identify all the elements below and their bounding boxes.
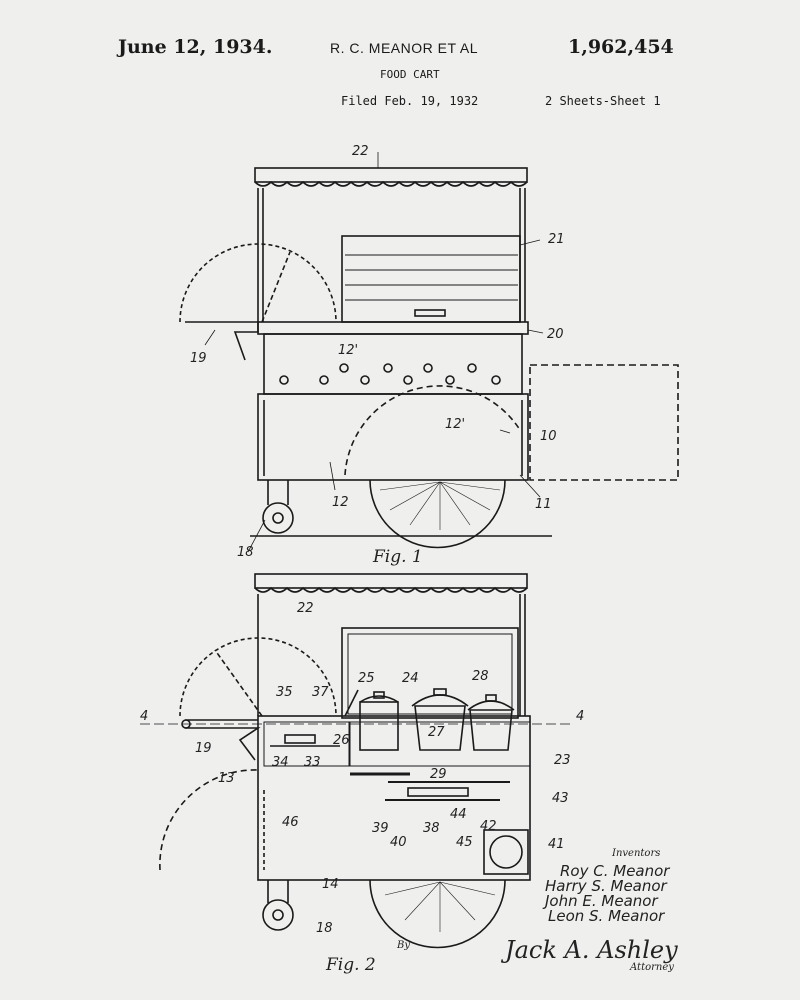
label-10: 10 — [540, 429, 557, 444]
label-14: 14 — [322, 877, 339, 892]
attorney-label: Attorney — [629, 962, 674, 973]
label-27: 27 — [428, 725, 445, 740]
patent-date: June 12, 1934. — [118, 36, 273, 58]
canopy — [254, 167, 528, 183]
label-34: 34 — [272, 755, 289, 770]
by-label: By — [396, 940, 410, 951]
label-24: 24 — [402, 671, 419, 686]
label-22: 22 — [352, 144, 369, 159]
label-38: 38 — [423, 821, 440, 836]
label-19: 19 — [190, 351, 207, 366]
label-28: 28 — [472, 669, 489, 684]
filed-date: Filed Feb. 19, 1932 — [341, 94, 479, 108]
handle — [185, 719, 261, 761]
label-19: 19 — [195, 741, 212, 756]
label-45: 45 — [456, 835, 473, 850]
figure-2: 22 25 24 28 35 37 4 4 19 26 27 34 33 29 … — [140, 573, 584, 975]
label-29: 29 — [430, 767, 447, 782]
section-marker-4: 4 — [576, 709, 584, 724]
cart-body — [257, 715, 531, 881]
dome-lid — [179, 243, 337, 323]
label-22: 22 — [297, 601, 314, 616]
label-21: 21 — [548, 232, 565, 247]
burner-box — [483, 829, 529, 875]
label-46: 46 — [282, 815, 299, 830]
label-44: 44 — [450, 807, 467, 822]
label-12: 12 — [332, 495, 349, 510]
patent-number: 1,962,454 — [568, 36, 674, 58]
sheet-count: 2 Sheets-Sheet 1 — [545, 94, 661, 108]
label-26: 26 — [333, 733, 350, 748]
label-11: 11 — [535, 497, 552, 512]
wheel — [369, 879, 506, 949]
label-35: 35 — [276, 685, 293, 700]
figure-1-caption: Fig. 1 — [372, 547, 423, 567]
vent-holes — [279, 363, 501, 385]
caster-wheel — [262, 502, 294, 534]
food-containers — [359, 688, 515, 751]
section-marker-4: 4 — [140, 709, 148, 724]
figure-1: 22 21 20 19 12' 12' 10 12 11 18 Fig. 1 — [179, 144, 679, 567]
label-33: 33 — [304, 755, 321, 770]
label-20: 20 — [547, 327, 564, 342]
label-41: 41 — [548, 837, 565, 852]
warming-box-section — [341, 627, 519, 719]
label-39: 39 — [372, 821, 389, 836]
canopy — [254, 573, 528, 589]
label-12-prime: 12' — [338, 343, 358, 358]
label-25: 25 — [358, 671, 375, 686]
canopy-fringe — [254, 180, 528, 187]
extended-shelf — [529, 364, 679, 481]
label-37: 37 — [312, 685, 329, 700]
inventors-heading: Inventors — [611, 848, 660, 859]
inventor-name: Harry S. Meanor — [545, 877, 668, 895]
label-42: 42 — [480, 819, 497, 834]
inventor-name: Roy C. Meanor — [560, 862, 670, 880]
inventor-name: Leon S. Meanor — [548, 907, 665, 925]
attorney-signature: Jack A. Ashley — [500, 936, 678, 964]
label-18: 18 — [316, 921, 333, 936]
label-43: 43 — [552, 791, 569, 806]
label-23: 23 — [554, 753, 571, 768]
label-18: 18 — [237, 545, 254, 560]
label-13: 13 — [218, 771, 235, 786]
inventors-block: Inventors Roy C. Meanor Harry S. Meanor … — [396, 848, 678, 973]
patentee: R. C. MEANOR ET AL — [330, 40, 478, 56]
caster-wheel — [262, 899, 294, 931]
warming-box — [341, 235, 521, 323]
figure-2-caption: Fig. 2 — [325, 955, 376, 975]
label-40: 40 — [390, 835, 407, 850]
label-12-prime: 12' — [445, 417, 465, 432]
patent-title: FOOD CART — [380, 68, 440, 81]
wheel — [369, 479, 506, 549]
inventor-name: John E. Meanor — [542, 892, 658, 910]
